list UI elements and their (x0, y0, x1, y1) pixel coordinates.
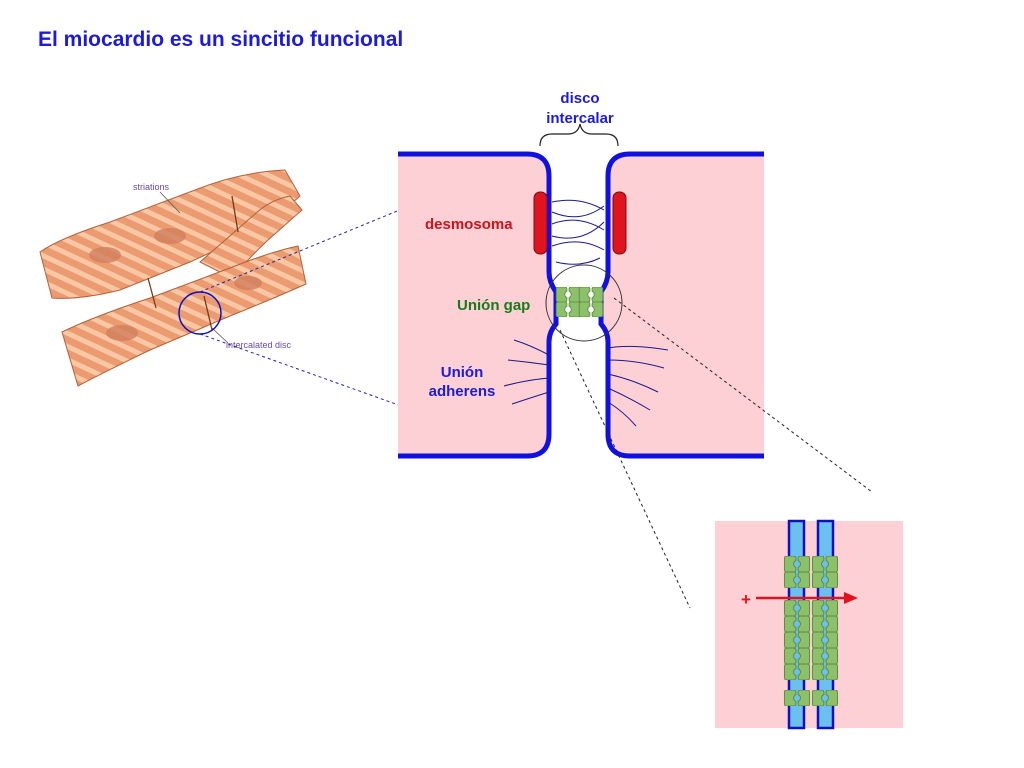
nucleus (234, 276, 262, 290)
intercalated-disc-line (231, 195, 239, 233)
gap-junction-connexons (555, 287, 604, 317)
disco-label-line1: disco (560, 90, 599, 107)
desmosoma-label: desmosoma (425, 216, 513, 233)
disco-brace (539, 123, 619, 147)
right-cell (601, 154, 764, 456)
striations-label: striations (133, 182, 170, 192)
union-gap-label: Unión gap (457, 297, 530, 314)
nucleus (89, 247, 121, 263)
arrow-right-icon (756, 592, 858, 604)
intercalated-disc-label: intercalated disc (226, 340, 292, 350)
nucleus (154, 228, 186, 244)
left-cell (398, 154, 556, 456)
adherens-filaments-right (607, 345, 669, 427)
adherens-filaments-left (503, 339, 550, 405)
desmosome-plaque-right (612, 191, 627, 255)
intercalated-disc-line (147, 277, 157, 309)
union-adherens-label-line2: adherens (429, 383, 496, 400)
plus-sign: + (741, 590, 751, 609)
intercalated-disc-line (203, 295, 213, 331)
disco-label-line2: intercalar (546, 110, 614, 127)
cardiomyocyte-illustration: striations intercalated disc (39, 169, 307, 387)
nucleus (106, 325, 138, 341)
slide-title: El miocardio es un sincitio funcional (38, 28, 404, 51)
intercalated-disc-leader (211, 327, 229, 344)
intercalated-disc-schematic (398, 123, 764, 459)
striations-leader (159, 191, 181, 214)
desmosome-filaments (551, 199, 605, 265)
desmosome-plaque-left (533, 191, 548, 255)
union-adherens-label-line1: Unión (441, 364, 484, 381)
gap-junction-detail-panel: + (715, 519, 903, 730)
gap-junction-circle (545, 264, 623, 342)
